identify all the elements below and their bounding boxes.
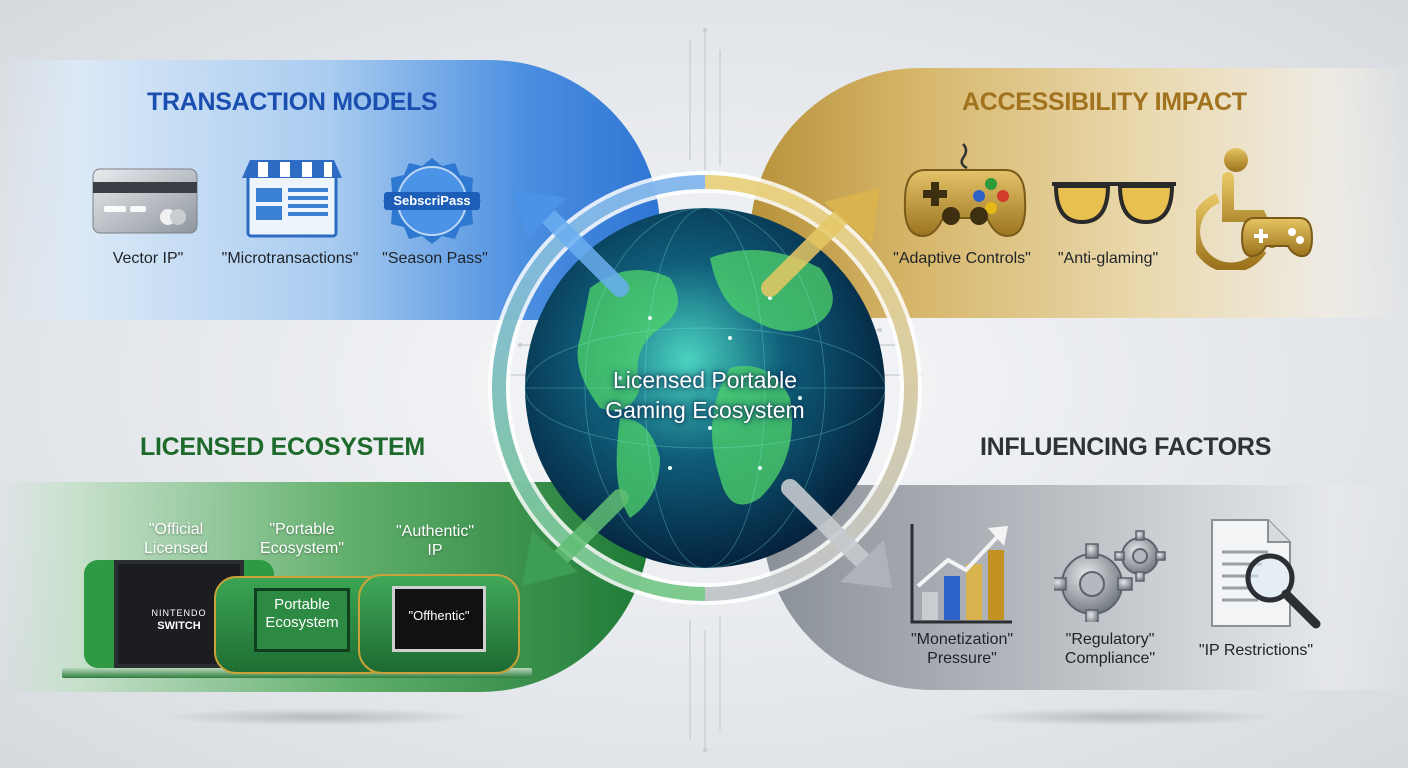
- portable-ecosystem-line2: Ecosystem": [260, 540, 344, 557]
- handheld-console-screen: [392, 586, 486, 652]
- anti-glaming-label: "Anti-glaming": [1057, 250, 1159, 267]
- regulatory-compliance-label: "Regulatory" Compliance": [1065, 630, 1155, 668]
- adaptive-controls-label: "Adaptive Controls": [893, 250, 1031, 267]
- official-licensed-line2: Licensed: [143, 540, 209, 557]
- portable-ecosystem-line1: "Portable: [269, 521, 335, 538]
- portable-screen-line2: Ecosystem: [265, 614, 339, 631]
- handheld-console-icon: "Offhentic": [358, 574, 520, 674]
- center-title-line1: Licensed Portable: [612, 367, 798, 393]
- monetization-line2: Pressure": [927, 650, 997, 667]
- switch-screen-line1: NINTENDO: [151, 608, 207, 618]
- influencing-factors-heading: INFLUENCING FACTORS: [980, 433, 1272, 461]
- authentic-ip-line1: "Authentic": [395, 523, 475, 540]
- transaction-models-heading: TRANSACTION MODELS: [147, 88, 438, 116]
- badge-shape: [383, 158, 481, 244]
- credit-card-icon: [92, 168, 198, 234]
- gamepad-icon: [903, 143, 1027, 238]
- globe-graphic: [488, 171, 922, 605]
- switch-left-joycon: [84, 560, 114, 668]
- floor-shadow-left: [160, 708, 480, 726]
- bar-chart-icon: [910, 524, 1012, 624]
- ip-restrictions-label: "IP Restrictions": [1198, 642, 1314, 659]
- handheld-screen-line1: "Offhentic": [408, 608, 470, 623]
- storefront-icon: [242, 160, 342, 238]
- document-search-icon: [1211, 519, 1321, 629]
- official-licensed-line1: "Official: [148, 521, 204, 538]
- center-title: Licensed Portable Gaming Ecosystem: [560, 365, 850, 425]
- authentic-ip-line2: IP: [427, 542, 443, 559]
- subscription-badge-icon: SebscriPass: [382, 156, 482, 246]
- glasses-icon: [1052, 182, 1176, 225]
- microtransactions-label: "Microtransactions": [221, 250, 359, 267]
- center-title-line2: Gaming Ecosystem: [605, 397, 805, 423]
- official-licensed-label: "Official Licensed: [144, 520, 208, 558]
- season-pass-label: "Season Pass": [382, 250, 488, 267]
- accessibility-impact-heading: ACCESSIBILITY IMPACT: [962, 88, 1247, 116]
- regulatory-line2: Compliance": [1064, 650, 1156, 667]
- monetization-pressure-label: "Monetization" Pressure": [911, 630, 1013, 668]
- floor-shadow-right: [960, 708, 1280, 726]
- wheelchair-gamepad-icon: [1196, 148, 1314, 270]
- portable-screen-line1: Portable: [274, 596, 330, 613]
- portable-ecosystem-label: "Portable Ecosystem": [260, 520, 344, 558]
- portable-console-screen: [254, 588, 350, 652]
- monetization-line1: "Monetization": [910, 631, 1014, 648]
- licensed-ecosystem-heading: LICENSED ECOSYSTEM: [140, 433, 425, 461]
- regulatory-line1: "Regulatory": [1065, 631, 1155, 648]
- vector-ip-label: Vector IP": [112, 250, 184, 267]
- switch-screen-line2: SWITCH: [157, 620, 201, 632]
- gears-icon: [1054, 530, 1166, 622]
- authentic-ip-label: "Authentic" IP: [396, 522, 474, 560]
- badge-text: SebscriPass: [393, 193, 471, 208]
